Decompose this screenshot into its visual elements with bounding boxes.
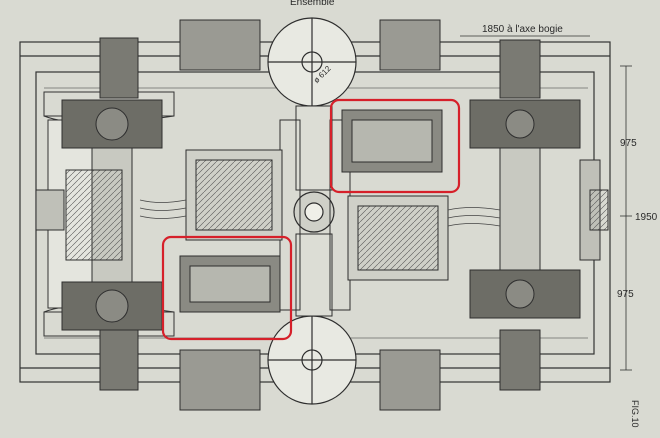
central-discs — [267, 17, 357, 405]
dimension-lines — [460, 35, 632, 371]
left-wheelset — [35, 99, 163, 331]
right-wheelset — [469, 99, 609, 319]
cabling — [139, 199, 501, 227]
traction-motors — [179, 109, 449, 313]
figure-label: FIG.10 — [630, 400, 640, 428]
axle-dimension-label: 1850 à l'axe bogie — [482, 24, 563, 35]
highlight-boxes — [161, 98, 461, 341]
upper-dimension-label: 975 — [620, 138, 637, 149]
highlight-box-upper-right — [329, 98, 461, 194]
total-dimension-label: 1950 — [635, 212, 658, 223]
drawing-title: Ensemble — [290, 0, 335, 8]
lower-dimension-label: 975 — [617, 289, 634, 300]
top-spring-units — [99, 19, 541, 411]
highlight-box-lower-left — [161, 235, 293, 341]
